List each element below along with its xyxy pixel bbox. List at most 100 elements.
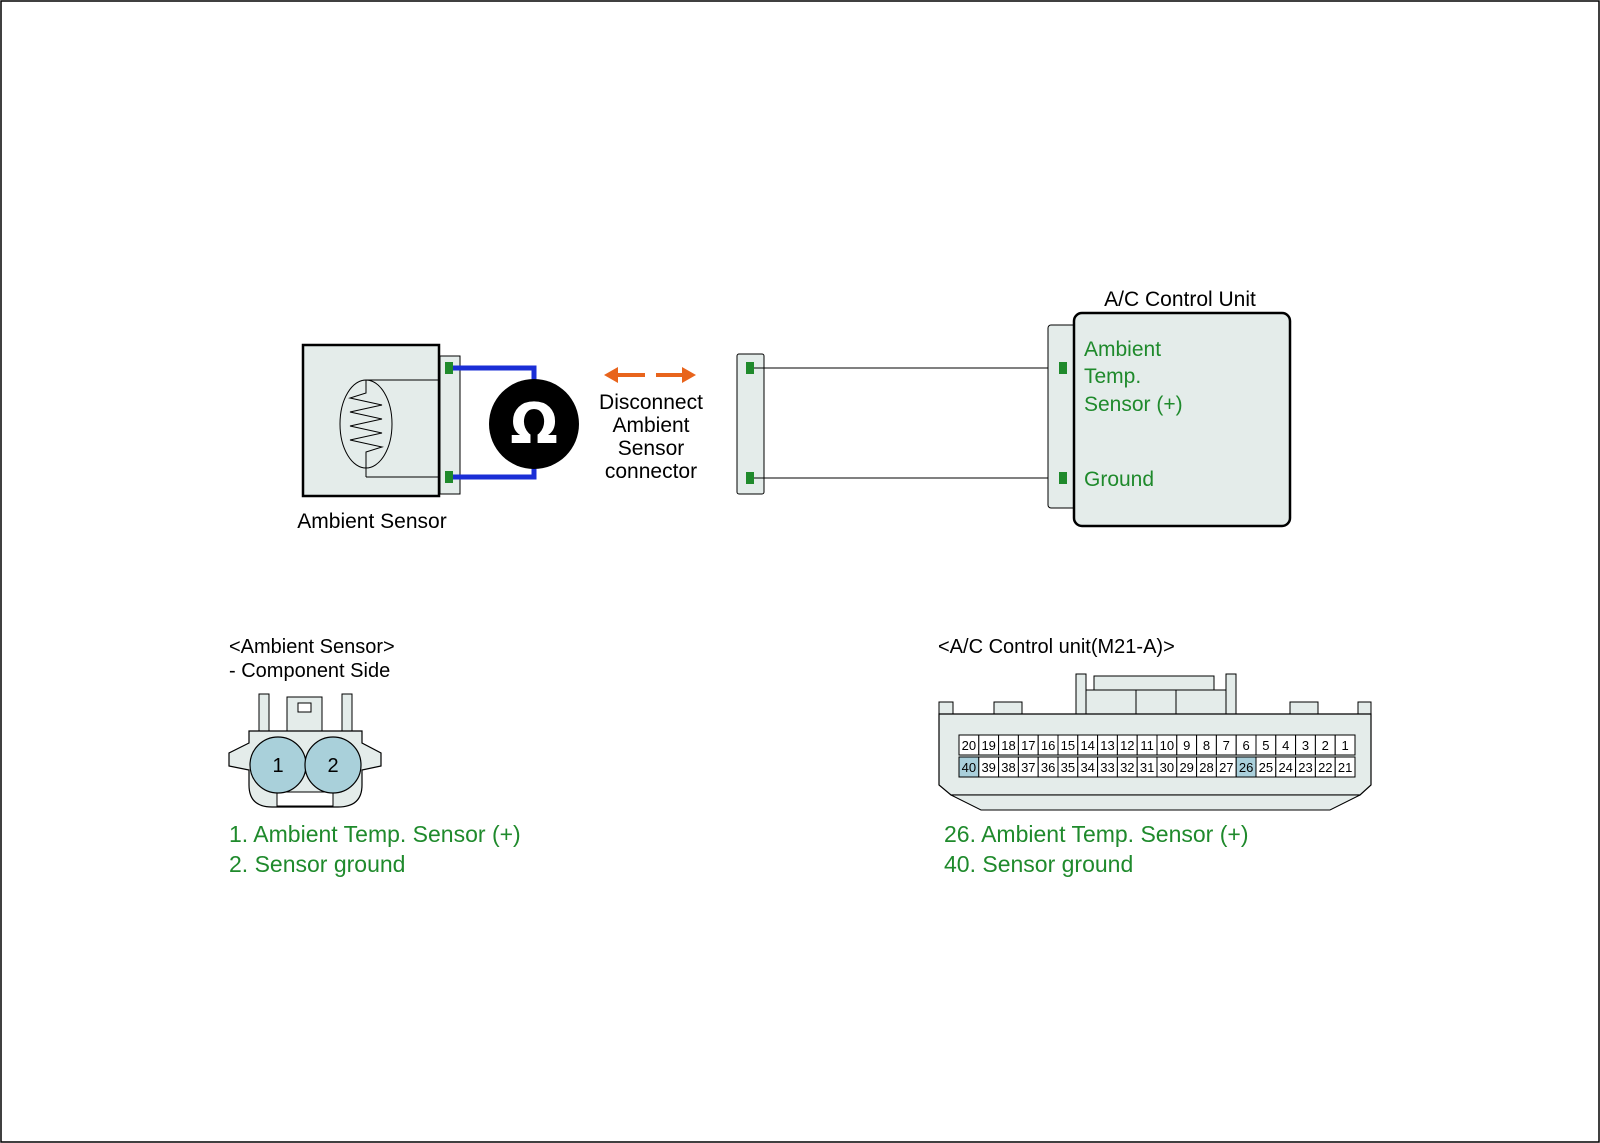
acu-pin-number-19: 19 — [981, 738, 995, 753]
acu-pin-number-24: 24 — [1278, 760, 1292, 775]
acu-legend-2: 40. Sensor ground — [944, 851, 1133, 877]
acu-title: A/C Control Unit — [1104, 288, 1256, 311]
sensor-connector-title: <Ambient Sensor> — [229, 636, 395, 658]
ohm-icon: Ω — [510, 392, 558, 457]
acu-pin-number-40: 40 — [962, 760, 976, 775]
acu-lock-tab — [1135, 689, 1177, 715]
acu-pin-number-32: 32 — [1120, 760, 1134, 775]
acu-pin-number-37: 37 — [1021, 760, 1035, 775]
sensor-terminal-2 — [445, 471, 453, 483]
arrow-right-head — [682, 367, 696, 383]
sensor-pin-2-cavity — [304, 736, 362, 794]
acu-housing-ear-left — [938, 701, 954, 715]
acu-terminal-1-line-2: Temp. — [1084, 365, 1141, 388]
harness-connector-shell — [736, 353, 765, 495]
acu-pin-number-12: 12 — [1120, 738, 1134, 753]
acu-terminal-2 — [1059, 472, 1067, 484]
sensor-connector-view: <Ambient Sensor> - Component Side 1 2 1.… — [228, 636, 521, 877]
acu-pin-number-39: 39 — [981, 760, 995, 775]
sensor-lock-window — [297, 702, 312, 713]
acu-pin-number-38: 38 — [1001, 760, 1015, 775]
acu-pin-number-25: 25 — [1259, 760, 1273, 775]
acu-pin-number-36: 36 — [1041, 760, 1055, 775]
acu-pin-number-17: 17 — [1021, 738, 1035, 753]
sensor-connector-shell — [439, 355, 461, 495]
acu-pin-number-28: 28 — [1199, 760, 1213, 775]
acu-pin-number-34: 34 — [1080, 760, 1094, 775]
thermistor-resistor-icon — [348, 380, 384, 477]
acu-pin-number-35: 35 — [1061, 760, 1075, 775]
harness-terminal-2 — [746, 472, 754, 484]
acu-terminal-2-label: Ground — [1084, 468, 1154, 491]
acu-pin-number-15: 15 — [1061, 738, 1075, 753]
acu-lock-post-left — [1075, 673, 1087, 715]
sensor-key-slot — [276, 791, 334, 807]
acu-pin-number-14: 14 — [1080, 738, 1094, 753]
acu-lock-post-right — [1225, 673, 1237, 715]
acu-connector-title: <A/C Control unit(M21-A)> — [938, 636, 1175, 658]
acu-pin-number-31: 31 — [1140, 760, 1154, 775]
sensor-lock-tab — [286, 696, 323, 738]
sensor-pin-2-number: 2 — [327, 755, 338, 777]
disconnect-arrows-icon — [604, 367, 696, 383]
ac-control-unit: A/C Control Unit Ambient Temp. Sensor (+… — [1047, 288, 1292, 528]
ohmmeter: Ω — [453, 365, 579, 480]
acu-pin-number-9: 9 — [1183, 738, 1190, 753]
acu-pin-number-23: 23 — [1298, 760, 1312, 775]
ambient-sensor-label: Ambient Sensor — [297, 510, 446, 533]
acu-pin-cell-1 — [1334, 734, 1356, 756]
disconnect-line-3: Sensor — [618, 437, 685, 460]
acu-pin-number-21: 21 — [1338, 760, 1352, 775]
acu-terminal-1 — [1059, 362, 1067, 374]
ambient-sensor: Ambient Sensor — [297, 343, 461, 533]
acu-pin-number-18: 18 — [1001, 738, 1015, 753]
ohmmeter-body — [489, 379, 579, 469]
acu-pin-number-2: 2 — [1322, 738, 1329, 753]
sensor-legend-1: 1. Ambient Temp. Sensor (+) — [229, 821, 521, 847]
acu-housing-ear-right — [1357, 701, 1372, 715]
acu-pin-number-6: 6 — [1242, 738, 1249, 753]
sensor-pin-1-number: 1 — [272, 755, 283, 777]
acu-pin-number-26: 26 — [1239, 760, 1253, 775]
disconnect-line-2: Ambient — [612, 414, 689, 437]
disconnect-line-1: Disconnect — [599, 391, 703, 414]
acu-pin-number-33: 33 — [1100, 760, 1114, 775]
acu-pin-number-10: 10 — [1160, 738, 1174, 753]
acu-pin-number-30: 30 — [1160, 760, 1174, 775]
sensor-legend-2: 2. Sensor ground — [229, 851, 405, 877]
acu-latch-right — [1289, 701, 1319, 715]
disconnect-instruction: Disconnect Ambient Sensor connector — [599, 391, 703, 483]
acu-pin-number-8: 8 — [1203, 738, 1210, 753]
acu-legend-1: 26. Ambient Temp. Sensor (+) — [944, 821, 1248, 847]
acu-pin-number-4: 4 — [1282, 738, 1289, 753]
acu-pin-number-29: 29 — [1179, 760, 1193, 775]
acu-body — [1072, 311, 1292, 528]
acu-terminal-1-line-3: Sensor (+) — [1084, 393, 1183, 416]
acu-pin-number-3: 3 — [1302, 738, 1309, 753]
sensor-connector-subtitle: - Component Side — [229, 660, 390, 682]
ambient-sensor-body — [301, 343, 441, 498]
harness-connector — [736, 353, 765, 495]
acu-latch-left — [993, 701, 1023, 715]
acu-pin-number-1: 1 — [1341, 738, 1348, 753]
acu-pin-number-16: 16 — [1041, 738, 1055, 753]
acu-pin-cell-21 — [1334, 756, 1356, 778]
acu-pin-number-13: 13 — [1100, 738, 1114, 753]
acu-pin-number-5: 5 — [1262, 738, 1269, 753]
acu-pin-number-7: 7 — [1223, 738, 1230, 753]
acu-terminal-1-line-1: Ambient — [1084, 338, 1161, 361]
acu-connector-lip — [950, 794, 1361, 811]
acu-pin-number-22: 22 — [1318, 760, 1332, 775]
arrow-left-head — [604, 367, 618, 383]
harness-terminal-1 — [746, 362, 754, 374]
acu-pin-number-11: 11 — [1140, 738, 1154, 753]
sensor-terminal-1 — [445, 362, 453, 374]
acu-pin-number-20: 20 — [962, 738, 976, 753]
acu-pin-number-27: 27 — [1219, 760, 1233, 775]
disconnect-line-4: connector — [605, 460, 697, 483]
